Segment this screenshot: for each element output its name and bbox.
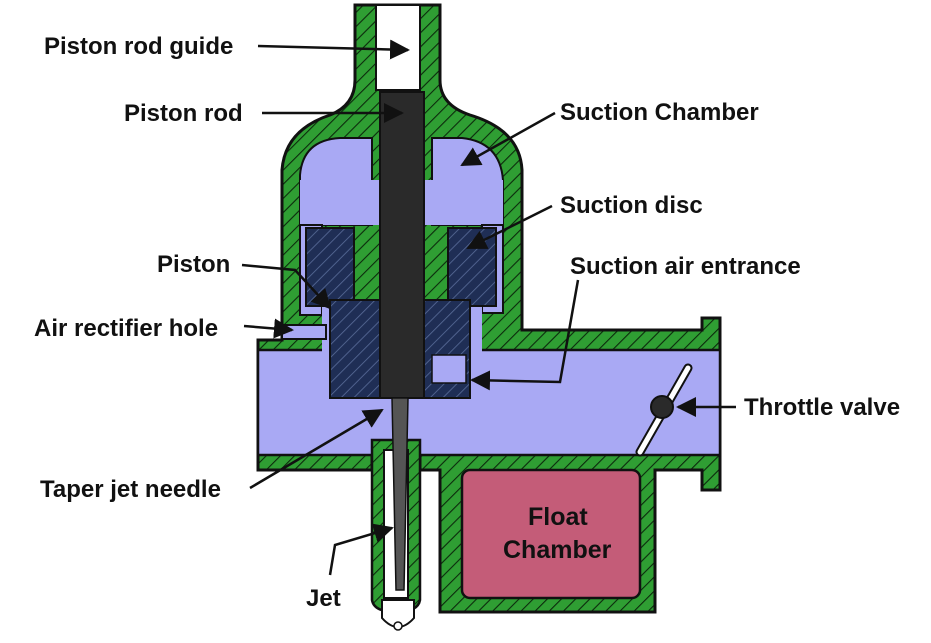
labels: Piston rod guide Piston rod Suction Cham… — [34, 33, 900, 612]
label-piston-rod: Piston rod — [124, 100, 243, 127]
air-rectifier-passage — [281, 324, 327, 340]
float-chamber — [460, 468, 642, 600]
jet-tip — [381, 599, 415, 631]
label-suction-chamber: Suction Chamber — [560, 99, 759, 126]
label-suction-air-entrance: Suction air entrance — [570, 253, 801, 280]
piston-air-channel — [431, 354, 467, 384]
arrow-suction-chamber — [460, 111, 556, 167]
piston-rod — [379, 91, 425, 399]
label-suction-disc: Suction disc — [560, 192, 703, 219]
label-piston: Piston — [157, 251, 230, 278]
label-air-rectifier-hole: Air rectifier hole — [34, 315, 218, 342]
label-piston-rod-guide: Piston rod guide — [44, 33, 233, 60]
arrow-piston — [241, 263, 332, 310]
throttle-valve — [635, 363, 693, 457]
label-throttle-valve: Throttle valve — [744, 394, 900, 421]
arrow-suction-air-entrance — [470, 279, 580, 391]
label-float-chamber-line2: Chamber — [503, 536, 612, 564]
suction-disc-right — [447, 227, 497, 307]
label-taper-jet-needle: Taper jet needle — [40, 476, 221, 503]
label-float-chamber-line1: Float — [528, 503, 588, 531]
arrow-piston-rod-guide — [257, 39, 410, 60]
taper-jet-needle — [391, 397, 409, 591]
arrow-air-rectifier-hole — [243, 318, 294, 339]
arrow-jet — [328, 523, 394, 576]
suction-disc-left — [305, 227, 355, 307]
arrow-suction-disc — [466, 204, 553, 250]
carburetor-body — [256, 3, 722, 614]
arrow-taper-jet-needle — [249, 408, 384, 490]
rod-guide-bore — [375, 4, 421, 91]
label-jet: Jet — [306, 585, 341, 612]
leader-lines — [241, 39, 736, 576]
